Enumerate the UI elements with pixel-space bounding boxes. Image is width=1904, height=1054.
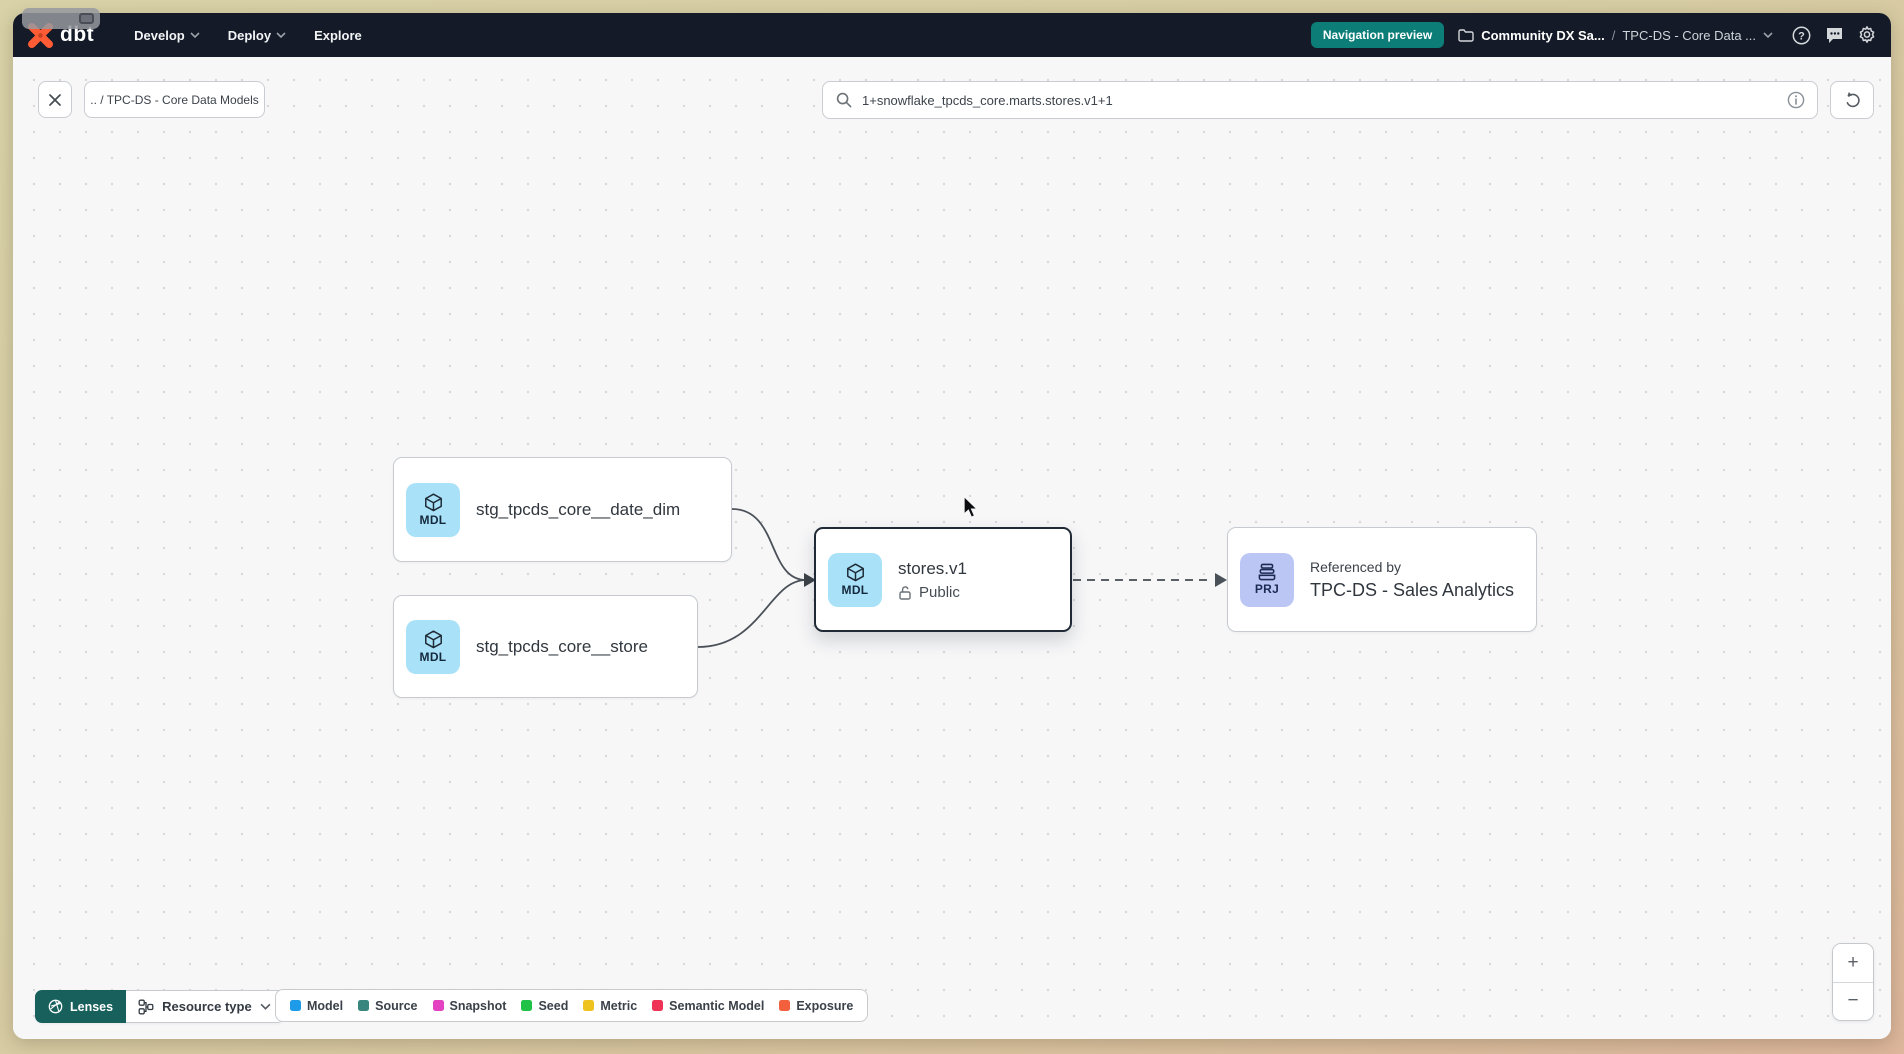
lenses-button[interactable]: Lenses bbox=[35, 990, 127, 1023]
resource-type-dropdown[interactable]: Resource type bbox=[126, 990, 284, 1023]
model-tile: MDL bbox=[406, 619, 460, 674]
breadcrumb-account: Community DX Sa... bbox=[1481, 27, 1605, 43]
search-icon bbox=[836, 92, 852, 108]
legend-label: Metric bbox=[600, 998, 638, 1013]
node-type-badge: MDL bbox=[419, 512, 447, 527]
node-label: stores.v1 bbox=[898, 558, 967, 578]
referenced-by-label: Referenced by bbox=[1310, 558, 1402, 575]
lineage-path-chip[interactable]: .. / TPC-DS - Core Data Models bbox=[84, 81, 265, 118]
access-badge: Public bbox=[898, 584, 967, 601]
legend-label: Seed bbox=[538, 998, 569, 1013]
zoom-out-button[interactable]: − bbox=[1833, 982, 1873, 1020]
legend-item: Snapshot bbox=[432, 998, 507, 1013]
cube-icon bbox=[424, 492, 442, 511]
legend-label: Source bbox=[375, 998, 418, 1013]
node-label: stg_tpcds_core__date_dim bbox=[476, 499, 681, 519]
dbt-logo-icon bbox=[27, 22, 54, 48]
legend-item: Seed bbox=[521, 999, 568, 1013]
menu-develop[interactable]: Develop bbox=[120, 13, 214, 57]
legend: Model Source Snapshot Seed Metric Semantic Mo… bbox=[275, 989, 869, 1022]
feedback-icon[interactable] bbox=[1824, 25, 1844, 45]
breadcrumb-project: TPC-DS - Core Data ... bbox=[1622, 27, 1756, 43]
lens-icon bbox=[48, 999, 63, 1014]
legend-swatch bbox=[779, 1000, 791, 1011]
chevron-down-icon bbox=[1763, 32, 1773, 38]
legend-label: Model bbox=[307, 998, 344, 1013]
node-type-badge: PRJ bbox=[1254, 582, 1280, 596]
chevron-down-icon bbox=[276, 32, 286, 38]
settings-gear-icon[interactable] bbox=[1857, 25, 1877, 45]
chevron-down-icon bbox=[190, 32, 200, 38]
refresh-icon bbox=[1846, 91, 1860, 107]
node-stores-v1[interactable]: MDL stores.v1 Public bbox=[814, 527, 1072, 632]
model-tile: MDL bbox=[406, 482, 460, 537]
resource-type-label: Resource type bbox=[162, 999, 252, 1014]
unlock-icon bbox=[899, 585, 911, 600]
screen-capture-artifact bbox=[22, 8, 100, 29]
legend-label: Exposure bbox=[796, 998, 854, 1013]
search-value: 1+snowflake_tpcds_core.marts.stores.v1+1 bbox=[862, 92, 1113, 108]
zoom-controls: + − bbox=[1832, 943, 1874, 1021]
breadcrumb-separator: / bbox=[1611, 27, 1616, 43]
legend-swatch bbox=[652, 1000, 664, 1011]
legend-item: Source bbox=[358, 998, 418, 1013]
model-tile: MDL bbox=[828, 552, 882, 607]
legend-label: Snapshot bbox=[449, 998, 507, 1013]
chevron-down-icon bbox=[260, 1003, 271, 1010]
svg-text:?: ? bbox=[1798, 30, 1805, 42]
node-label: stg_tpcds_core__store bbox=[476, 636, 648, 656]
legend-swatch bbox=[358, 1000, 370, 1011]
close-icon bbox=[49, 93, 61, 106]
lineage-canvas[interactable] bbox=[13, 57, 1891, 1039]
breadcrumb[interactable]: Community DX Sa... / TPC-DS - Core Data … bbox=[1458, 28, 1773, 43]
capture-window-icon bbox=[79, 13, 94, 24]
top-navbar: dbt Develop Deploy Explore Navigation pr… bbox=[13, 13, 1891, 57]
node-type-badge: MDL bbox=[419, 649, 447, 664]
project-stack-icon bbox=[1258, 563, 1276, 581]
legend-swatch bbox=[432, 1000, 444, 1011]
node-type-badge: MDL bbox=[841, 582, 869, 597]
legend-item: Exposure bbox=[779, 999, 853, 1013]
resource-type-icon bbox=[138, 999, 154, 1014]
legend-item: Semantic Model bbox=[652, 999, 764, 1013]
cube-icon bbox=[424, 629, 442, 648]
navigation-preview-badge[interactable]: Navigation preview bbox=[1310, 22, 1445, 48]
lens-controls: Lenses Resource type bbox=[35, 990, 284, 1023]
lineage-search-input[interactable]: 1+snowflake_tpcds_core.marts.stores.v1+1 bbox=[822, 81, 1818, 119]
lenses-label: Lenses bbox=[70, 999, 114, 1014]
info-icon[interactable] bbox=[1787, 91, 1805, 109]
node-stg-tpcds-core-store[interactable]: MDL stg_tpcds_core__store bbox=[393, 595, 698, 698]
legend-swatch bbox=[583, 1000, 595, 1011]
close-lineage-button[interactable] bbox=[38, 81, 72, 118]
legend-item: Metric bbox=[583, 999, 637, 1013]
cube-icon bbox=[846, 562, 864, 581]
project-tile: PRJ bbox=[1240, 552, 1294, 607]
legend-swatch bbox=[521, 1000, 533, 1011]
node-stg-tpcds-core-date-dim[interactable]: MDL stg_tpcds_core__date_dim bbox=[393, 457, 732, 562]
refresh-lineage-button[interactable] bbox=[1830, 81, 1874, 119]
zoom-in-button[interactable]: + bbox=[1833, 944, 1873, 983]
legend-item: Model bbox=[290, 999, 343, 1013]
legend-label: Semantic Model bbox=[669, 998, 765, 1013]
node-referenced-by-sales-analytics[interactable]: PRJ Referenced by TPC-DS - Sales Analyti… bbox=[1227, 527, 1537, 632]
folder-icon bbox=[1458, 28, 1474, 42]
help-icon[interactable]: ? bbox=[1791, 25, 1811, 45]
app-window: dbt Develop Deploy Explore Navigation pr… bbox=[13, 13, 1891, 1039]
menu-deploy[interactable]: Deploy bbox=[214, 13, 300, 57]
menu-explore[interactable]: Explore bbox=[314, 27, 362, 43]
node-label: TPC-DS - Sales Analytics bbox=[1310, 579, 1515, 600]
legend-swatch bbox=[290, 1000, 301, 1011]
